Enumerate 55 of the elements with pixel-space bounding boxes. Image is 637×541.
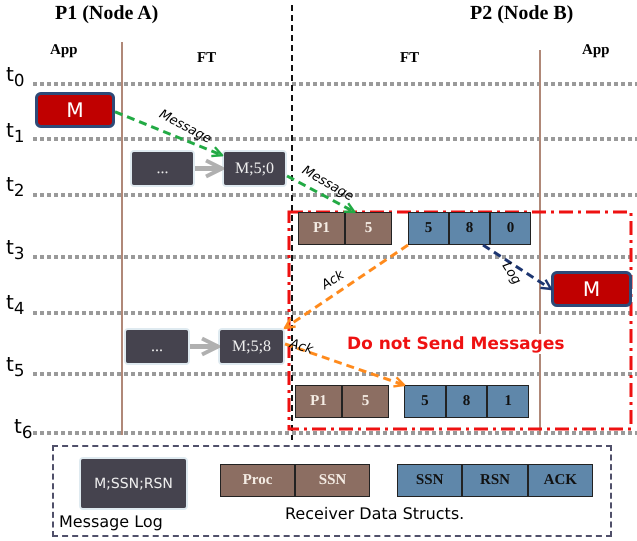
log-entry-box: ... bbox=[130, 150, 195, 187]
data-cell: SSN bbox=[397, 464, 462, 497]
lane-title: App bbox=[582, 42, 610, 59]
arrow bbox=[286, 174, 356, 214]
message-box: M bbox=[35, 92, 115, 128]
heading: P1 (Node A) bbox=[55, 2, 158, 25]
data-cell: SSN bbox=[295, 464, 370, 497]
data-struct bbox=[408, 212, 531, 245]
chevron-arrow bbox=[195, 158, 224, 178]
data-struct bbox=[397, 464, 593, 497]
lane-title: FT bbox=[197, 50, 216, 67]
time-label: t$_{3}$ bbox=[6, 235, 24, 263]
data-struct bbox=[404, 385, 529, 418]
time-label: t$_{2}$ bbox=[6, 172, 24, 200]
data-cell: RSN bbox=[462, 464, 528, 497]
data-cell: 1 bbox=[487, 385, 529, 418]
arrow bbox=[114, 110, 224, 158]
log-entry-box: ... bbox=[124, 328, 190, 365]
time-label: t$_{5}$ bbox=[6, 352, 24, 380]
data-cell: 8 bbox=[449, 212, 490, 245]
lane-title: FT bbox=[400, 50, 420, 67]
edge-label: Log bbox=[498, 260, 524, 288]
data-struct bbox=[298, 212, 392, 245]
caption-text: Receiver Data Structs. bbox=[285, 504, 464, 523]
edge-label: Ack bbox=[319, 268, 347, 293]
legend-frame bbox=[52, 445, 612, 537]
lane-title: App bbox=[50, 42, 78, 59]
log-entry-box: M;5;0 bbox=[222, 150, 287, 187]
time-label: t$_{4}$ bbox=[6, 290, 24, 318]
data-cell: 5 bbox=[342, 385, 389, 418]
data-cell: P1 bbox=[298, 212, 345, 245]
data-cell: ACK bbox=[528, 464, 593, 497]
no-send-region bbox=[287, 210, 633, 431]
log-entry-box: M;SSN;RSN bbox=[79, 457, 188, 510]
edge-label: Ack bbox=[288, 336, 315, 358]
time-label: t$_{6}$ bbox=[14, 414, 32, 442]
arrow bbox=[482, 244, 552, 290]
data-cell: 5 bbox=[408, 212, 449, 245]
data-cell: 8 bbox=[446, 385, 488, 418]
arrow bbox=[284, 342, 406, 388]
data-cell: 0 bbox=[490, 212, 531, 245]
heading: P2 (Node B) bbox=[470, 2, 574, 25]
log-entry-box: M;5;8 bbox=[218, 328, 285, 365]
data-cell: Proc bbox=[220, 464, 295, 497]
message-box: M bbox=[551, 271, 632, 307]
data-struct bbox=[220, 464, 370, 497]
data-cell: 5 bbox=[404, 385, 446, 418]
data-cell: P1 bbox=[295, 385, 342, 418]
data-struct bbox=[295, 385, 389, 418]
caption-text: Message Log bbox=[59, 512, 163, 531]
data-cell: 5 bbox=[345, 212, 392, 245]
time-label: t$_{1}$ bbox=[6, 118, 24, 146]
arrow bbox=[284, 244, 409, 330]
chevron-arrow bbox=[190, 336, 220, 356]
time-label: t$_{0}$ bbox=[6, 62, 24, 90]
